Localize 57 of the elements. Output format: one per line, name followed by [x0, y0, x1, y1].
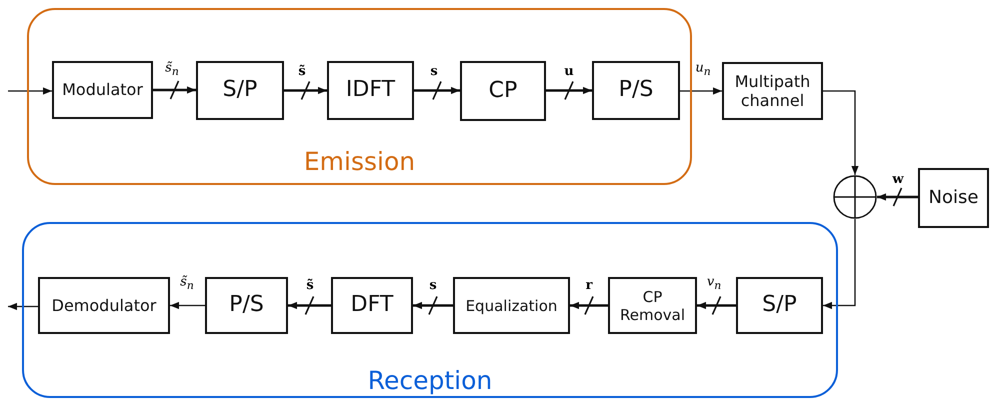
block-label: Equalization — [466, 296, 558, 314]
arrow — [877, 188, 918, 206]
process-box — [38, 277, 170, 334]
arrow — [8, 87, 52, 95]
process-box — [331, 277, 413, 334]
summing-junction — [833, 175, 877, 219]
block-label: P/S — [618, 77, 654, 104]
process-box — [52, 61, 153, 119]
block-label: DFT — [350, 292, 394, 319]
block-label: IDFT — [346, 77, 396, 104]
group-frame — [27, 8, 692, 185]
arrow — [413, 296, 453, 315]
edge-label: u — [564, 65, 574, 78]
block-label: Noise — [928, 187, 978, 209]
block-label: S/P — [222, 77, 258, 104]
block-label: Multipath channel — [734, 72, 812, 110]
edge-label: u$_{n}$ — [695, 62, 711, 78]
process-box — [196, 61, 284, 120]
arrow — [284, 81, 327, 100]
process-box — [453, 277, 570, 334]
edge-label: v$_{n}$ — [706, 276, 722, 292]
process-box — [722, 62, 823, 120]
group-title: Reception — [366, 366, 494, 395]
group-frame — [22, 222, 838, 398]
edge-label: r — [586, 279, 592, 292]
process-box — [608, 277, 697, 334]
process-box — [592, 61, 680, 120]
edge-label: s — [429, 279, 437, 292]
arrow — [288, 296, 331, 315]
arrow — [153, 80, 196, 100]
edge-label: w — [892, 173, 904, 186]
arrow — [170, 302, 205, 310]
edge-label: s̃ — [298, 65, 306, 78]
arrow — [823, 219, 856, 310]
block-label: Demodulator — [52, 296, 156, 316]
arrow — [697, 296, 736, 315]
arrow — [680, 87, 722, 95]
arrow — [823, 90, 859, 175]
block-label: Modulator — [62, 80, 143, 100]
arrow — [414, 81, 460, 100]
process-box — [918, 168, 989, 228]
edge-label: s̃ — [306, 279, 314, 292]
edge-label: s — [430, 65, 438, 78]
process-box — [205, 277, 288, 334]
process-box — [460, 61, 546, 121]
block-label: CP — [488, 78, 518, 104]
block-label: P/S — [229, 292, 264, 319]
block-label: CP Removal — [618, 288, 686, 324]
arrow — [546, 81, 592, 100]
arrow — [570, 296, 608, 315]
process-box — [327, 61, 414, 120]
arrow — [8, 302, 38, 310]
edge-label: s̃$_{n}$ — [165, 62, 179, 78]
edge-label: s̃$_{n}$ — [180, 276, 194, 292]
process-box — [736, 277, 823, 334]
group-title: Emission — [302, 147, 416, 176]
block-label: S/P — [762, 292, 797, 319]
